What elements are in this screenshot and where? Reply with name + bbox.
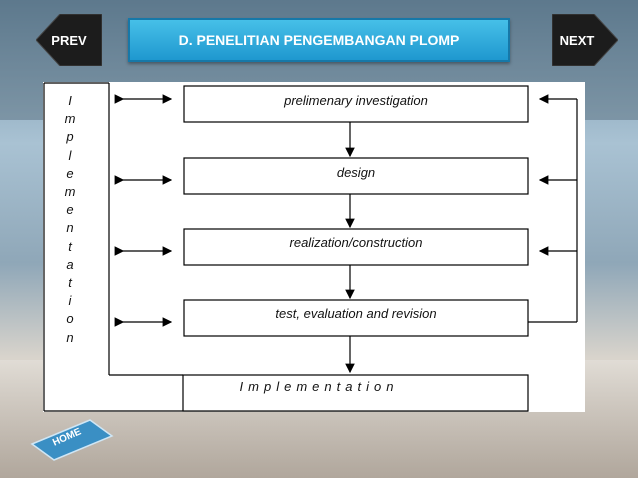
prev-button[interactable]: PREV — [36, 14, 102, 66]
page-title-text: D. PENELITIAN PENGEMBANGAN PLOMP — [178, 32, 460, 48]
side-letter: n — [66, 329, 74, 345]
home-shape-icon — [30, 419, 114, 461]
side-letter: I — [68, 93, 72, 108]
box-label-test: test, evaluation and revision — [275, 306, 437, 321]
side-letter: t — [68, 275, 72, 291]
impl-bottom-box — [182, 374, 529, 412]
side-letter: e — [66, 202, 74, 218]
side-letter: i — [68, 293, 72, 309]
diagram-panel: prelimenary investigation design realiza… — [43, 82, 585, 412]
side-letter: m — [64, 111, 76, 127]
page-title: D. PENELITIAN PENGEMBANGAN PLOMP — [128, 18, 510, 62]
box-prelim — [183, 85, 529, 123]
box-realization — [183, 228, 529, 266]
next-button[interactable]: NEXT — [552, 14, 618, 66]
box-label-prelim: prelimenary investigation — [284, 93, 428, 108]
arrow-left-icon — [36, 14, 102, 66]
prev-label: PREV — [51, 33, 87, 48]
side-letter: n — [66, 220, 74, 236]
arrow-right-icon — [552, 14, 618, 66]
diagram-lines — [43, 82, 578, 412]
box-label-design: design — [336, 165, 376, 180]
box-test — [183, 299, 529, 337]
side-letter: o — [66, 311, 74, 327]
side-letter: t — [68, 238, 72, 254]
next-label: NEXT — [559, 33, 595, 48]
side-implementation-label: I m p l e m e n t a t i o n — [63, 92, 77, 347]
bottom-implementation-label: Implementation — [239, 379, 399, 394]
side-letter: e — [66, 165, 74, 181]
box-design — [183, 157, 529, 195]
side-letter: m — [64, 184, 76, 200]
side-letter: l — [68, 147, 72, 163]
side-letter: p — [66, 129, 74, 145]
side-letter: a — [66, 256, 74, 272]
home-button[interactable]: HOME — [30, 418, 114, 462]
box-label-realization: realization/construction — [289, 235, 423, 250]
